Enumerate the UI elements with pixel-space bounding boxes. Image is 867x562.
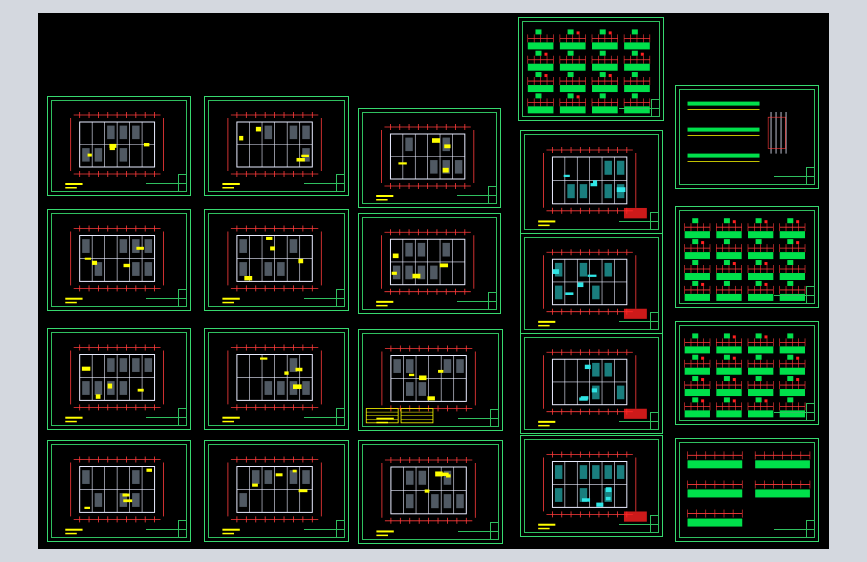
drawing-sheet-18[interactable] — [675, 85, 819, 189]
title-block — [618, 412, 659, 429]
drawing-sheet-14[interactable] — [520, 130, 663, 234]
drawing-content — [222, 225, 322, 304]
drawing-content — [65, 344, 164, 423]
drawing-sheet-2[interactable] — [204, 96, 349, 196]
drawing-sheet-12[interactable] — [358, 440, 503, 544]
drawing-sheet-10[interactable] — [47, 440, 191, 542]
drawing-content — [687, 451, 811, 527]
title-block — [146, 289, 186, 306]
drawing-content — [538, 451, 647, 530]
title-block — [303, 408, 345, 425]
title-block — [457, 522, 499, 539]
drawing-sheet-11[interactable] — [204, 440, 349, 542]
title-block — [774, 403, 814, 420]
drawing-sheet-21[interactable] — [675, 438, 819, 542]
title-block — [146, 520, 186, 537]
drawing-sheet-6[interactable] — [358, 213, 501, 314]
drawing-content — [365, 345, 476, 424]
drawing-content — [684, 333, 806, 418]
title-block — [774, 286, 814, 303]
title-block — [774, 167, 814, 184]
title-block — [618, 312, 659, 329]
drawing-sheet-13[interactable] — [518, 17, 664, 121]
drawing-sheet-8[interactable] — [204, 328, 349, 430]
drawing-content — [376, 457, 476, 537]
drawing-content — [65, 225, 164, 304]
drawing-content — [65, 456, 164, 535]
title-block — [457, 409, 499, 426]
drawing-sheet-20[interactable] — [675, 321, 819, 425]
title-block — [303, 289, 345, 306]
drawing-sheet-17[interactable] — [520, 435, 663, 537]
drawing-content — [376, 124, 475, 201]
drawing-sheet-16[interactable] — [520, 333, 663, 434]
drawing-content — [538, 249, 647, 327]
drawing-content — [222, 456, 322, 535]
cad-model-space[interactable] — [38, 13, 829, 549]
drawing-content — [538, 349, 647, 427]
drawing-content — [222, 112, 322, 189]
drawing-sheet-7[interactable] — [47, 328, 191, 430]
drawing-content — [687, 101, 787, 162]
title-block — [146, 174, 186, 191]
title-block — [774, 520, 814, 537]
drawing-sheet-4[interactable] — [47, 209, 191, 311]
drawing-content — [376, 229, 475, 307]
title-block — [618, 212, 659, 229]
drawing-sheet-9[interactable] — [358, 329, 503, 431]
drawing-sheet-5[interactable] — [204, 209, 349, 311]
title-block — [456, 292, 497, 309]
drawing-content — [527, 29, 651, 114]
title-block — [618, 99, 660, 116]
drawing-content — [222, 344, 322, 423]
drawing-sheet-1[interactable] — [47, 96, 191, 196]
title-block — [303, 520, 345, 537]
drawing-content — [65, 112, 164, 189]
drawing-content — [684, 218, 806, 301]
title-block — [303, 174, 345, 191]
title-block — [146, 408, 186, 425]
drawing-sheet-3[interactable] — [358, 108, 501, 208]
drawing-content — [538, 147, 647, 227]
title-block — [456, 186, 497, 203]
drawing-sheet-15[interactable] — [520, 233, 663, 334]
title-block — [618, 515, 659, 532]
drawing-sheet-19[interactable] — [675, 206, 819, 308]
